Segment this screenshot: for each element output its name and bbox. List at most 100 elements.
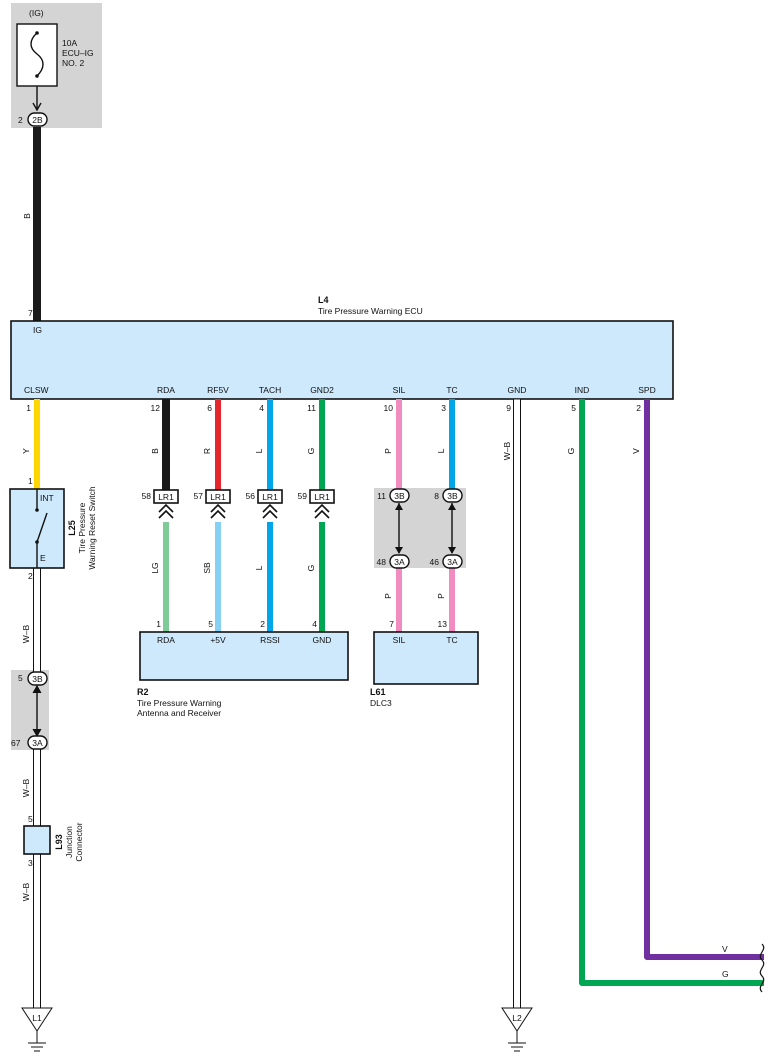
switch-output-wire (33, 567, 41, 673)
dlc-terminal-label: SIL (393, 635, 406, 645)
ecu-terminal-label: TC (446, 385, 457, 395)
fuse-icon (30, 32, 44, 77)
ind-wire-code: G (566, 448, 576, 455)
ground-symbol-right: L2 (501, 1007, 533, 1052)
rda-lower-wire (163, 522, 169, 632)
ground-right-code: L2 (512, 1013, 522, 1023)
ind-wire (579, 399, 764, 986)
receiver-terminal-label: +5V (210, 635, 226, 645)
dlc-terminal-pin: 13 (438, 619, 448, 629)
up-arrow-icon (448, 503, 456, 510)
receiver-code: R2 (137, 687, 149, 697)
ecu-terminal-label: RF5V (207, 385, 229, 395)
lr-connector-pin: 56 (246, 491, 256, 501)
ecu-terminal-label: GND (508, 385, 527, 395)
ecu-box (10, 320, 674, 400)
receiver-terminal-label: RDA (157, 635, 175, 645)
gnd2-lower-wire-code: G (306, 565, 316, 572)
junction-output-wire (33, 853, 41, 1009)
receiver-terminal-pin: 5 (208, 619, 213, 629)
tc-lower-wire (449, 568, 455, 632)
inline-bottom-code: 3A (394, 557, 405, 567)
ig-wire-code: B (22, 213, 32, 219)
ecu-terminal-label: CLSW (24, 385, 49, 395)
receiver-name-line2: Antenna and Receiver (137, 708, 221, 718)
continuation-lower-code: G (722, 969, 729, 979)
tc-wire-code: L (436, 448, 446, 453)
ecu-terminal-pin: 5 (571, 403, 576, 413)
ecu-name: Tire Pressure Warning ECU (318, 306, 423, 316)
ecu-terminal-label: GND2 (310, 385, 334, 395)
inline-top-pin: 11 (377, 491, 386, 501)
down-arrow-icon (448, 547, 456, 554)
rda-lower-wire-code: LG (150, 562, 160, 573)
dlc-terminal-label: TC (446, 635, 457, 645)
switch-lever (36, 512, 48, 543)
tach-wire (267, 399, 273, 490)
up-arrow-icon (32, 684, 42, 694)
switch-inline-bottom-pill (27, 735, 48, 750)
ecu-terminal-pin: 1 (26, 403, 31, 413)
tc-lower-wire-code: P (436, 593, 446, 599)
dlc-name: DLC3 (370, 698, 392, 708)
receiver-terminal-pin: 2 (260, 619, 265, 629)
double-chevron-icon (210, 503, 226, 519)
junction-pin-in: 5 (28, 814, 33, 824)
double-chevron-icon (314, 503, 330, 519)
tach-wire-code: L (254, 448, 264, 453)
switch-inline-top-pin: 5 (18, 673, 23, 683)
ecu-code: L4 (318, 295, 329, 305)
fuse-terminal-top (35, 31, 39, 35)
receiver-terminal-pin: 1 (156, 619, 161, 629)
sil-lower-wire (396, 568, 402, 632)
ecu-terminal-label: RDA (157, 385, 175, 395)
rda-wire (162, 399, 170, 490)
inline-top-pill (389, 488, 410, 503)
tc-wire (449, 399, 455, 490)
inline-bottom-pin: 48 (377, 557, 387, 567)
fuse-name-line1: ECU–IG (62, 48, 94, 58)
ground-left-code: L1 (32, 1013, 42, 1023)
lr-connector-box (309, 489, 335, 504)
dlc-terminal-pin: 7 (389, 619, 394, 629)
reset-switch-pin-in: 1 (28, 476, 33, 486)
inline-bottom-pill (442, 554, 463, 569)
rf5v-wire-code: R (202, 448, 212, 454)
ecu-terminals: CLSW1RDA12RF5V6TACH4GND211SIL10TC3GND9IN… (24, 385, 656, 413)
ecu-terminal-label: SIL (393, 385, 406, 395)
ecu-terminal-label: TACH (259, 385, 282, 395)
switch-inline-bottom-code: 3A (32, 738, 43, 748)
power-connector-pin: 2 (18, 115, 23, 125)
inline-bottom-pin: 46 (430, 557, 440, 567)
rf5v-lower-wire (215, 522, 221, 632)
gnd2-lower-wire (319, 522, 325, 632)
ecu-terminal-pin: 12 (151, 403, 161, 413)
reset-switch-code: L25 (67, 520, 77, 536)
receiver-terminal-label: RSSI (260, 635, 280, 645)
dlc-box (373, 631, 479, 685)
spd-wire (644, 399, 764, 960)
lr-connector-pin: 59 (298, 491, 308, 501)
dlc-code: L61 (370, 687, 386, 697)
ecu-terminal-pin: 2 (636, 403, 641, 413)
ecu-terminal-pin: 11 (307, 403, 316, 413)
inline-top-code: 3B (447, 491, 458, 501)
gnd-wire-code: W–B (502, 441, 512, 460)
inline-top-code: 3B (394, 491, 405, 501)
reset-switch-e-label: E (40, 553, 46, 563)
receiver-box (139, 631, 349, 681)
ecu-terminal-pin: 10 (384, 403, 394, 413)
junction-pin-out: 3 (28, 858, 33, 868)
reset-switch-name-line2: Warning Reset Switch (87, 486, 97, 570)
inline-bottom-code: 3A (447, 557, 458, 567)
ecu-terminal-label: SPD (638, 385, 655, 395)
fuse-terminal-bottom (35, 74, 39, 78)
tach-lower-wire-code: L (254, 565, 264, 570)
fuse-rating: 10A (62, 38, 77, 48)
lr-connector-box (257, 489, 283, 504)
